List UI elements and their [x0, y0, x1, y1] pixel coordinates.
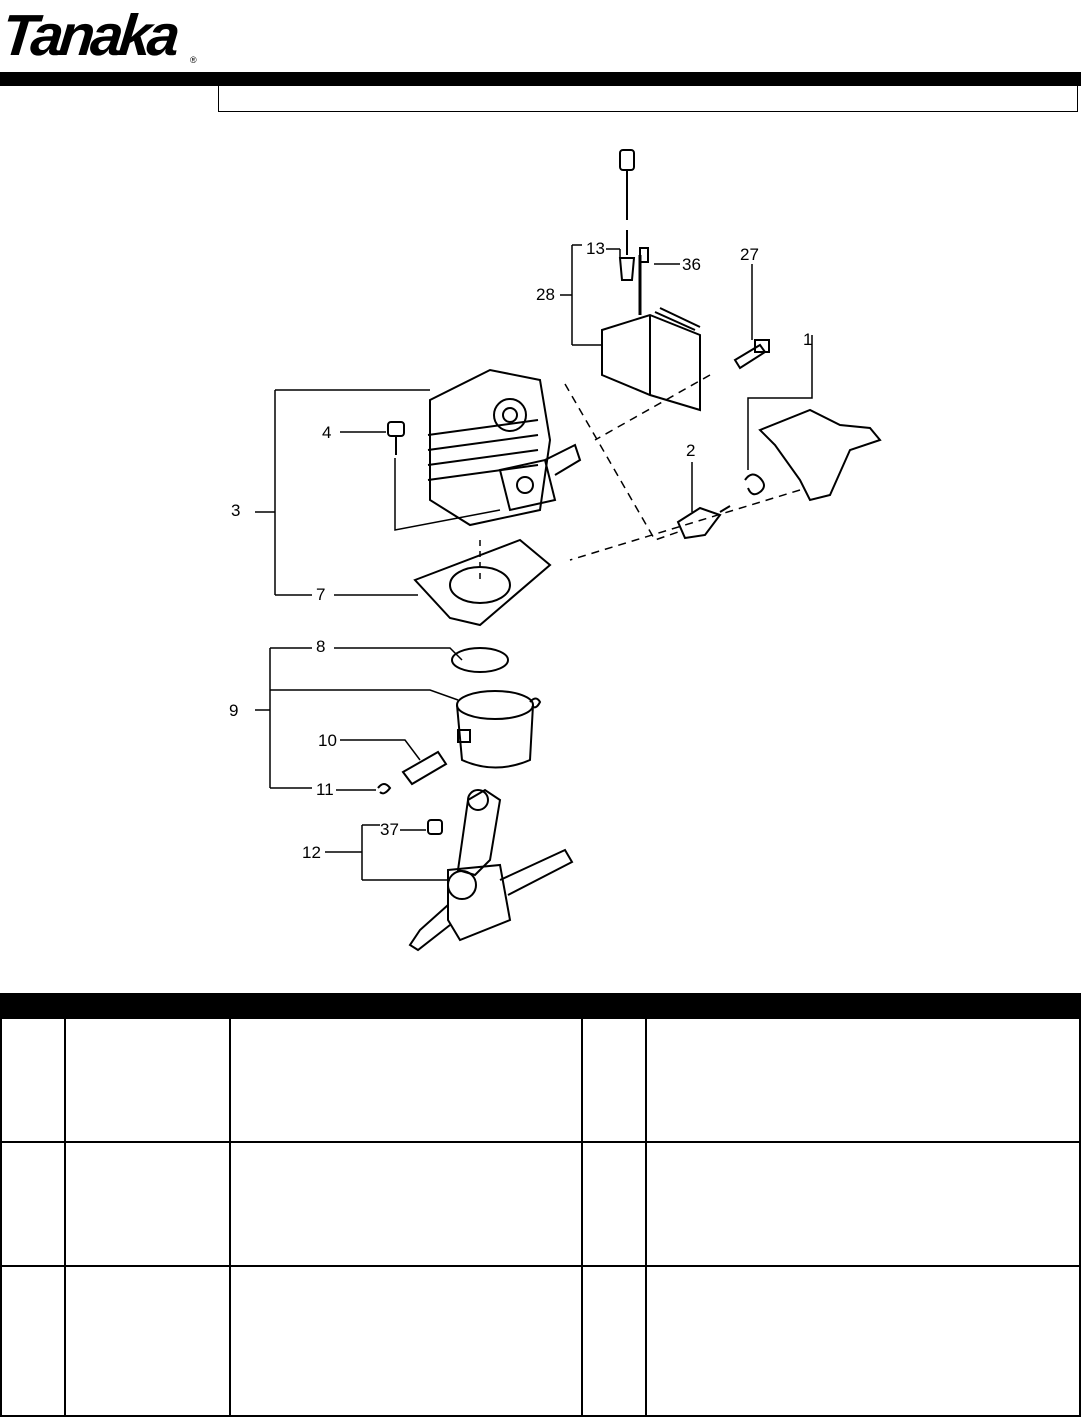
section-title-box: [218, 86, 1078, 112]
table-cell: [0, 1017, 66, 1143]
registered-mark: ®: [190, 55, 197, 65]
cylinder-gasket: [413, 538, 552, 627]
callout-36: 36: [682, 255, 701, 274]
spark-plug-boot: [619, 149, 635, 171]
table-cell: [64, 1017, 231, 1143]
table-row: [0, 1141, 1081, 1267]
table-row: [0, 1017, 1081, 1143]
callout-13: 37: [380, 820, 399, 839]
piston-ring: [451, 647, 509, 673]
parts-list-header-bar: [0, 993, 1081, 1017]
spark-plug: [676, 506, 722, 540]
callout-1: 1: [803, 330, 812, 349]
piston: [456, 690, 534, 769]
table-cell: [0, 1141, 66, 1267]
callout-27: 28: [536, 285, 555, 304]
table-cell: [645, 1017, 1081, 1143]
exploded-parts-diagram: 13 36 27 28 1 4 2 3 7 8 9 10 11 37 12: [229, 149, 882, 952]
table-cell: [645, 1141, 1081, 1267]
table-cell: [581, 1017, 647, 1143]
lead-terminal: [618, 257, 636, 281]
cylinder: [427, 368, 582, 527]
table-cell: [581, 1265, 647, 1417]
callout-11: 11: [316, 780, 334, 799]
callout-4: 4: [322, 423, 331, 442]
table-cell: [229, 1141, 583, 1267]
table-cell: [645, 1265, 1081, 1417]
header-rule: [0, 72, 1081, 86]
crankshaft: [408, 788, 574, 952]
callout-3: 3: [231, 501, 240, 520]
table-cell: [229, 1265, 583, 1417]
needle-bearing: [427, 819, 443, 835]
brand-logo: Tanaka: [0, 3, 180, 68]
table-cell: [64, 1141, 231, 1267]
table-cell: [64, 1265, 231, 1417]
callout-9: 9: [229, 701, 238, 720]
callout-7: 7: [316, 585, 325, 604]
callout-12: 12: [302, 843, 321, 862]
callout-10: 10: [318, 731, 337, 750]
parts-list-table: [0, 1017, 1081, 1417]
coil-screw: [733, 343, 767, 370]
callout-37: 13: [586, 239, 605, 258]
piston-pin: [401, 750, 448, 786]
callout-28: 27: [740, 245, 759, 264]
callout-8: 8: [316, 637, 325, 656]
muffler: [758, 408, 882, 502]
table-cell: [229, 1017, 583, 1143]
piston-clip: [377, 783, 392, 795]
cylinder-bolt: [387, 421, 405, 437]
table-row: [0, 1265, 1081, 1417]
table-cell: [0, 1265, 66, 1417]
table-cell: [581, 1141, 647, 1267]
callout-2: 2: [686, 441, 695, 460]
